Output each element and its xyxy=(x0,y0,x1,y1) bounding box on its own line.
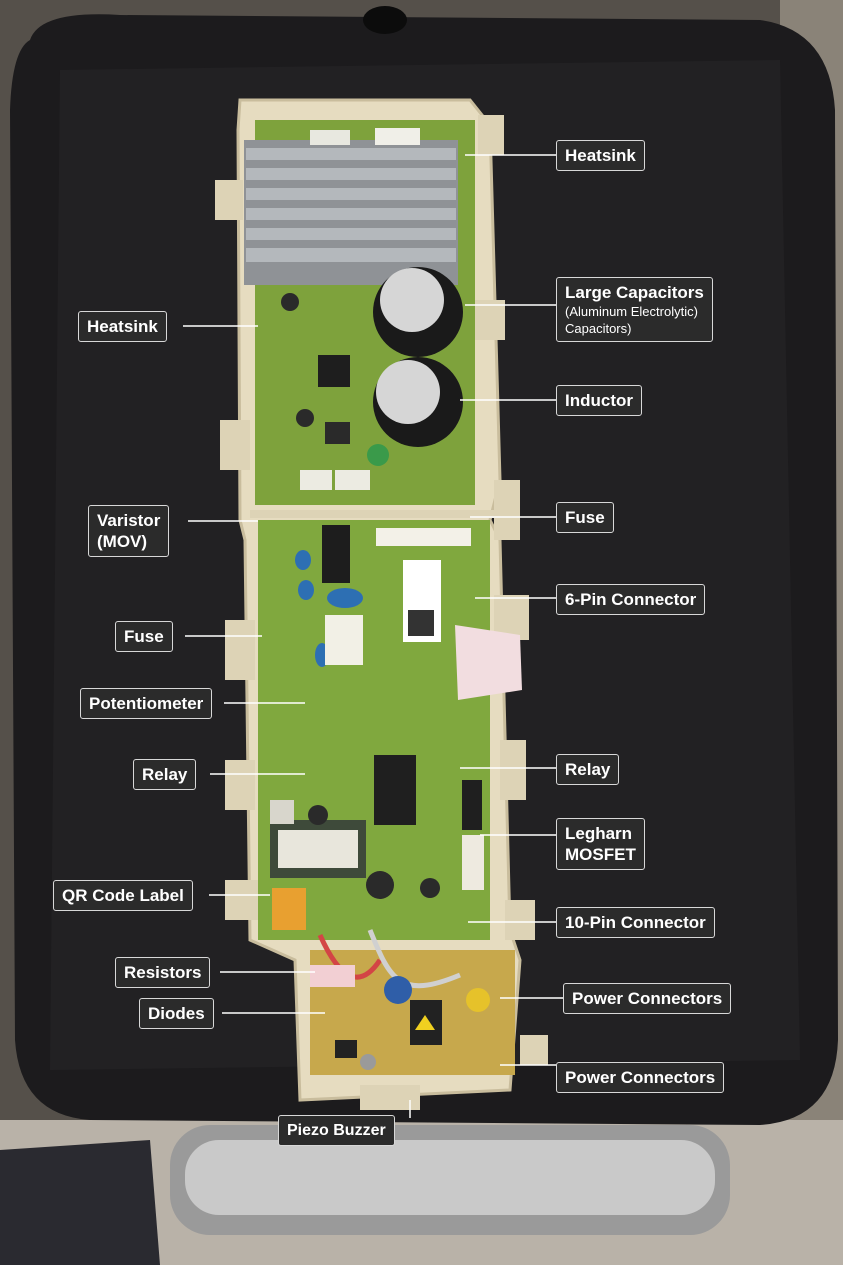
relay-label xyxy=(278,830,358,868)
housing-divider xyxy=(250,510,495,518)
label-qr-code: QR Code Label xyxy=(53,880,193,911)
label-varistor-line2: (MOV) xyxy=(97,532,148,551)
housing-tab xyxy=(505,900,535,940)
varistor-disc xyxy=(327,588,363,608)
label-heatsink-left: Heatsink xyxy=(78,311,167,342)
label-large-capacitors: Large Capacitors (Aluminum Electrolytic)… xyxy=(556,277,713,342)
label-varistor-line1: Varistor xyxy=(97,511,161,530)
ic-chip xyxy=(318,355,350,387)
connector xyxy=(300,470,332,490)
label-6-pin-connector: 6-Pin Connector xyxy=(556,584,706,615)
label-large-capacitors-sub1: (Aluminum Electrolytic) xyxy=(565,304,698,319)
housing-tab xyxy=(220,420,250,470)
housing-tab xyxy=(470,300,505,340)
label-10-pin-connector: 10-Pin Connector xyxy=(556,907,715,938)
ic-chip xyxy=(325,422,350,444)
housing-tab xyxy=(225,620,255,680)
label-fuse-left: Fuse xyxy=(115,621,173,652)
label-relay-left: Relay xyxy=(133,759,197,790)
capacitor xyxy=(384,976,412,1004)
housing-tab xyxy=(520,1035,548,1065)
label-legharn-line2: MOSFET xyxy=(565,845,636,864)
label-large-capacitors-title: Large Capacitors xyxy=(565,283,704,302)
heatsink-fins xyxy=(246,148,456,262)
connector xyxy=(376,528,471,546)
label-legharn-mosfet: Legharn MOSFET xyxy=(556,818,645,870)
small-capacitor xyxy=(296,409,314,427)
power-terminal xyxy=(272,888,306,930)
housing-tab xyxy=(494,480,520,540)
housing-tab xyxy=(225,760,255,810)
relay-component xyxy=(322,525,350,583)
large-capacitor-top xyxy=(376,360,440,424)
piezo-buzzer xyxy=(466,988,490,1012)
connector xyxy=(310,965,355,987)
large-capacitor-top xyxy=(380,268,444,332)
housing-tab xyxy=(360,1085,420,1110)
varistor-disc xyxy=(298,580,314,600)
screw xyxy=(360,1054,376,1070)
dark-object-bottom-left xyxy=(0,1140,160,1265)
connector xyxy=(462,835,484,890)
label-legharn-line1: Legharn xyxy=(565,824,633,843)
label-power-connectors-1: Power Connectors xyxy=(563,983,732,1014)
diode-bridge xyxy=(335,1040,357,1058)
small-capacitor xyxy=(281,293,299,311)
label-power-connectors-2: Power Connectors xyxy=(556,1062,725,1093)
connector-top xyxy=(310,130,350,145)
warning-sticker xyxy=(415,1015,435,1030)
qr-code xyxy=(408,610,434,636)
small-capacitor xyxy=(420,878,440,898)
label-piezo-buzzer: Piezo Buzzer xyxy=(278,1115,395,1146)
processor-chip xyxy=(374,755,416,825)
green-component xyxy=(367,444,389,466)
housing-tab xyxy=(478,115,504,155)
small-capacitor xyxy=(308,805,328,825)
label-large-capacitors-sub2: Capacitors) xyxy=(565,321,632,336)
label-inductor: Inductor xyxy=(556,385,642,416)
small-capacitor xyxy=(366,871,394,899)
connector-top xyxy=(375,128,420,145)
label-resistors: Resistors xyxy=(115,957,211,988)
connector xyxy=(335,470,370,490)
housing-tab xyxy=(500,740,526,800)
housing-tab xyxy=(215,180,243,220)
label-diodes: Diodes xyxy=(139,998,214,1029)
label-heatsink-right: Heatsink xyxy=(556,140,645,171)
label-fuse-right: Fuse xyxy=(556,502,614,533)
mosfet xyxy=(462,780,482,830)
chair-knob xyxy=(363,6,407,34)
label-relay-right: Relay xyxy=(556,754,620,785)
connector xyxy=(325,615,363,665)
label-potentiometer: Potentiometer xyxy=(80,688,213,719)
varistor-disc xyxy=(295,550,311,570)
label-varistor: Varistor (MOV) xyxy=(88,505,170,557)
chair-metal-highlight xyxy=(185,1140,715,1215)
leader-lines xyxy=(183,154,563,1118)
component xyxy=(270,800,294,824)
ribbon-connector xyxy=(455,625,522,700)
